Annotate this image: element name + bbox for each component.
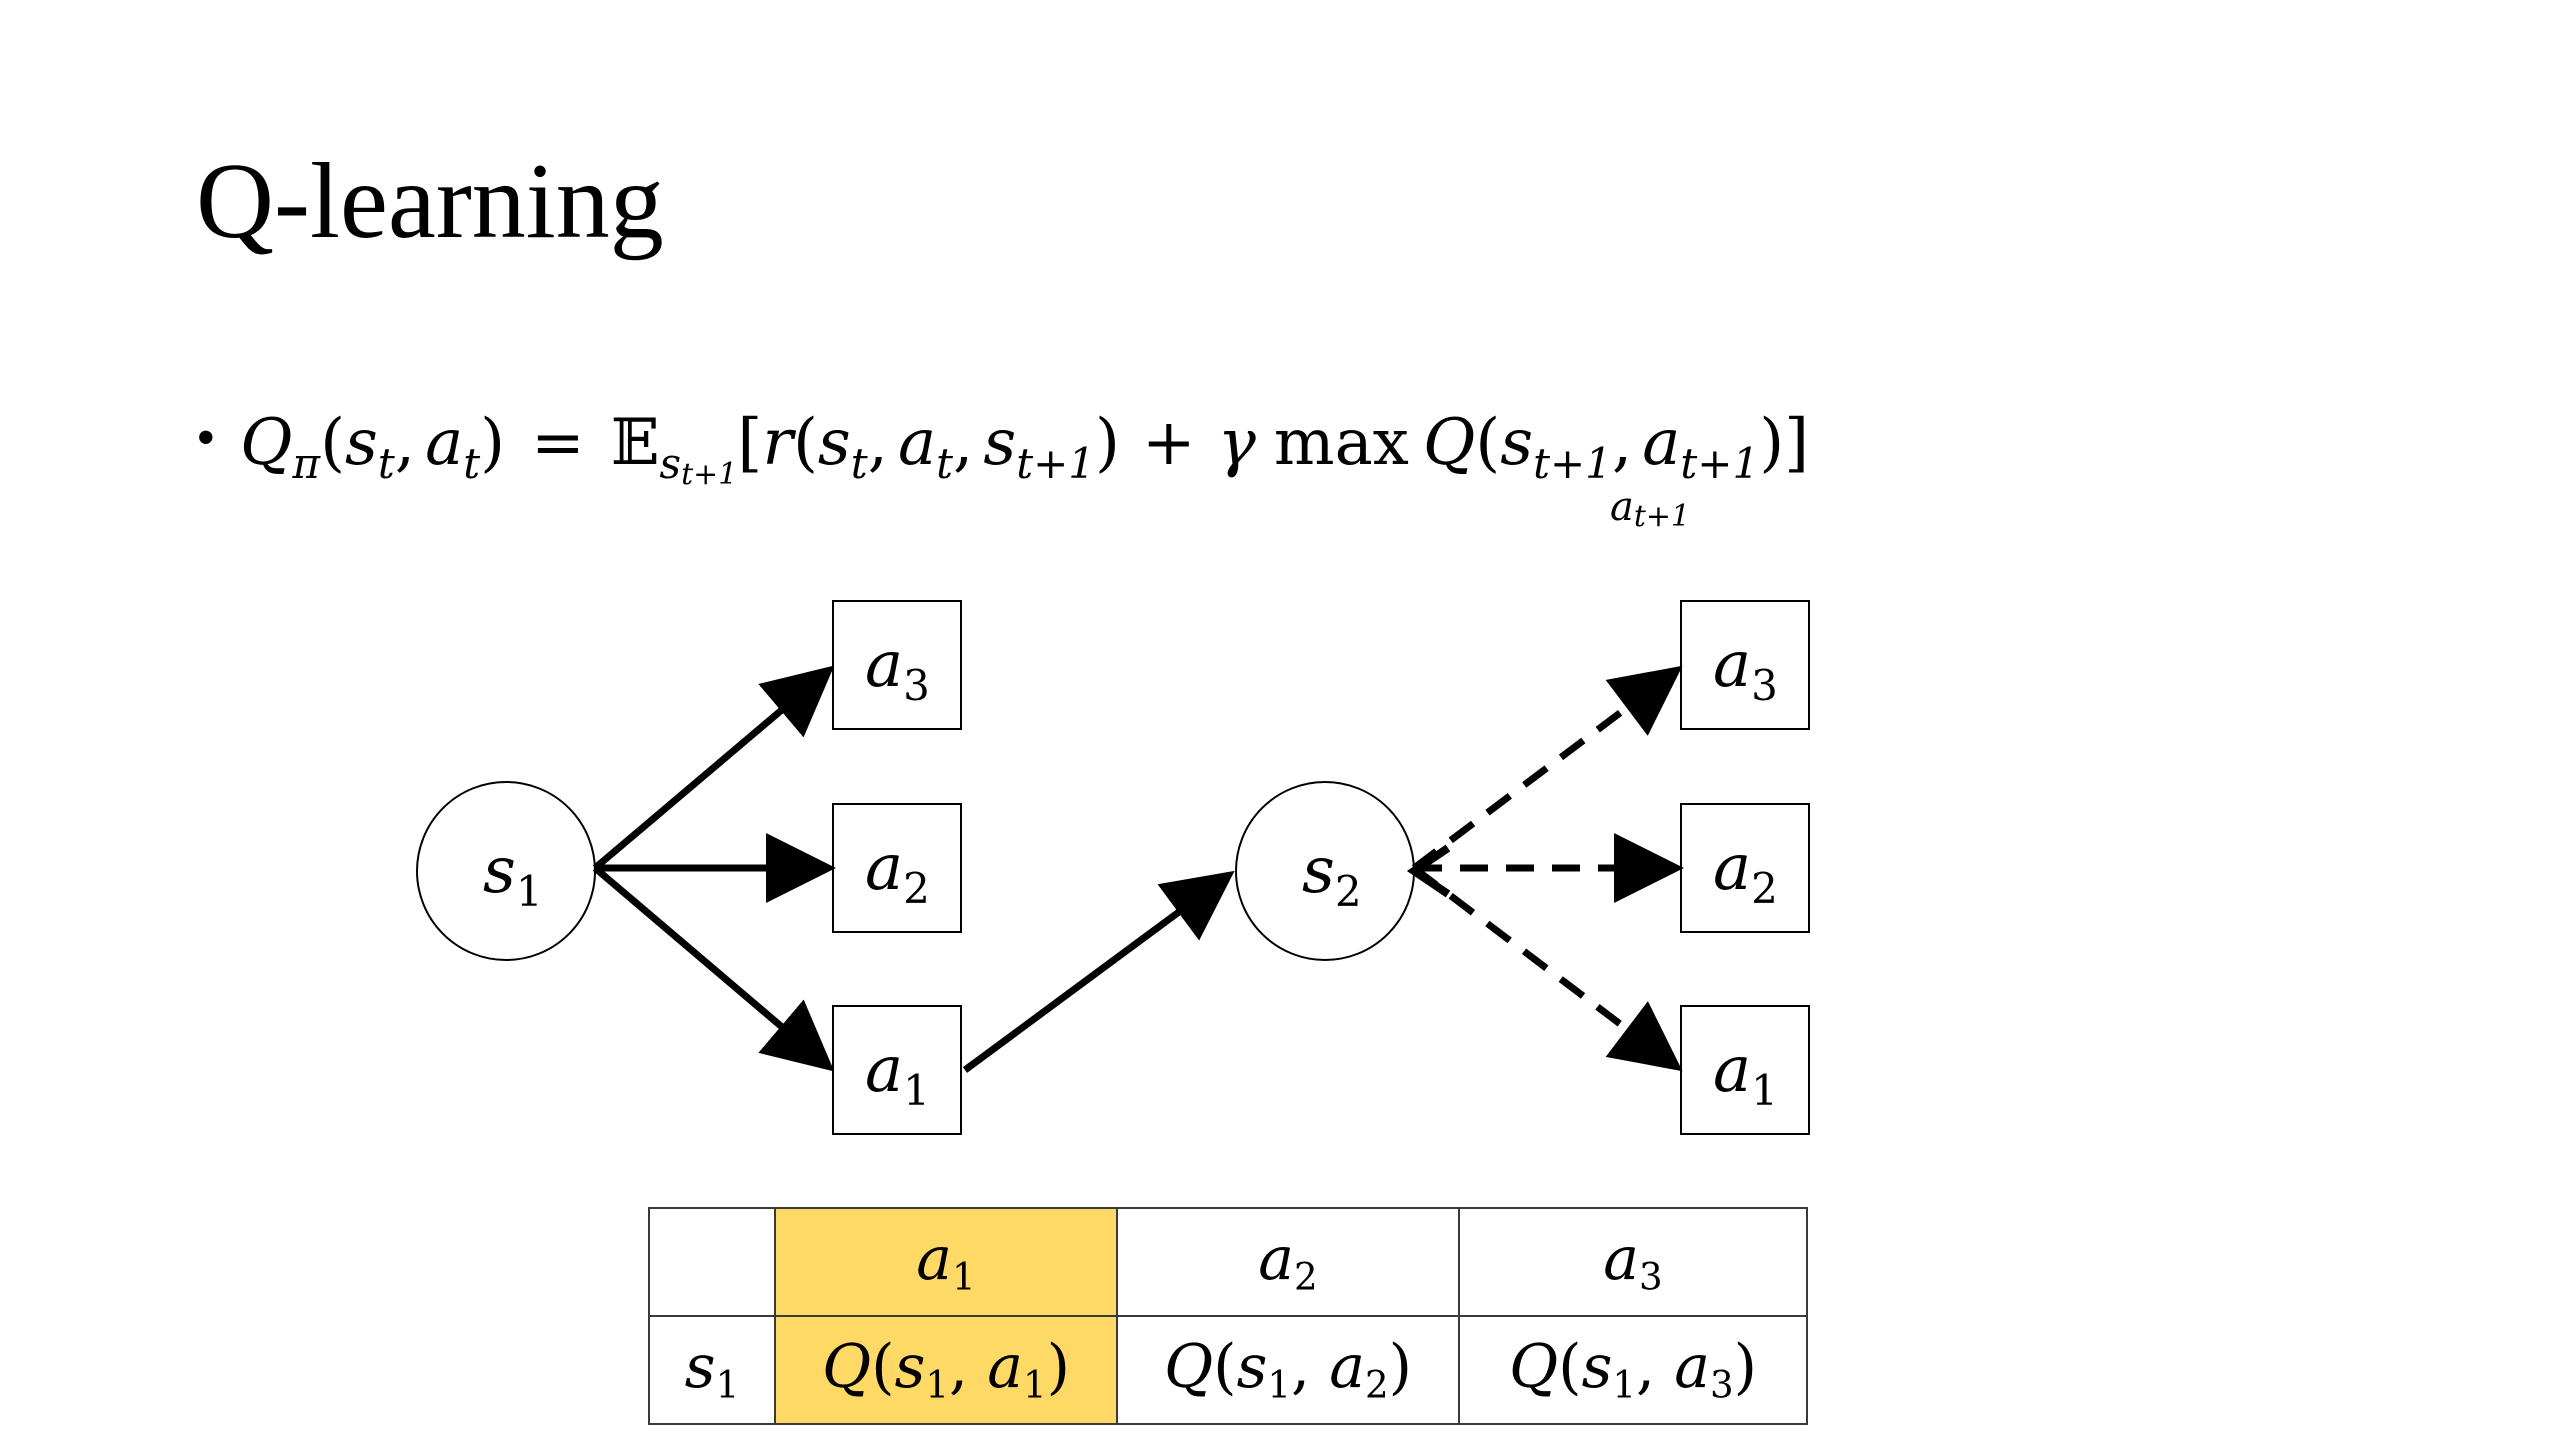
s2-incoming-arrowhead [1406, 844, 1451, 898]
eq-bracket-open: [ [737, 406, 762, 480]
s1-symbol: s [483, 834, 516, 908]
eq-max-subsub: t+1 [1634, 499, 1690, 532]
eq-q2-close: ) [1759, 406, 1784, 480]
eq-r-a: a [898, 406, 936, 480]
left-a1-symbol: a [865, 1033, 903, 1107]
q-table-header-row: a1 a2 a3 [648, 1207, 1808, 1317]
state-node-s2: s2 [1235, 781, 1415, 961]
right-a2-subscript: 2 [1751, 864, 1778, 913]
svg-text:a1: a1 [1713, 1033, 1778, 1115]
left-a2-symbol: a [865, 831, 903, 905]
eq-gamma: γ [1218, 406, 1257, 480]
eq-a-sub: t [463, 439, 480, 488]
eq-q2-s: s [1500, 406, 1533, 480]
q-table-row-s1: s1 Q(s1, a1) Q(s1, a2) Q(s1, a3) [648, 1315, 1808, 1425]
svg-text:a3: a3 [865, 628, 930, 710]
arrow-a1-to-s2 [962, 870, 1235, 1073]
eq-paren-open: ( [320, 406, 345, 480]
eq-expectation: 𝔼 [611, 406, 660, 480]
right-action-box-a1: a1 [1680, 1005, 1810, 1135]
eq-paren-close: ) [480, 406, 505, 480]
left-a3-subscript: 3 [903, 661, 930, 710]
eq-s-sub: t [378, 439, 395, 488]
right-a3-symbol: a [1713, 628, 1751, 702]
eq-a: a [425, 406, 463, 480]
eq-Q: Q [240, 406, 292, 480]
svg-text:a2: a2 [1713, 831, 1778, 913]
right-a3-subscript: 3 [1751, 661, 1778, 710]
svg-text:a3: a3 [1713, 628, 1778, 710]
svg-text:a2: a2 [865, 831, 930, 913]
eq-r-open: ( [793, 406, 818, 480]
eq-expectation-subsub: t+1 [681, 457, 737, 492]
svg-text:Qπ(st,at)=𝔼st+1[r(st,at,st+1): Qπ(st,at)=𝔼st+1[r(st,at,st+1)+γmaxQ(st+1… [240, 406, 1809, 492]
eq-r-s-sub: t [851, 439, 868, 488]
eq-q2-a: a [1642, 406, 1680, 480]
s2-symbol: s [1302, 834, 1335, 908]
svg-text:s2: s2 [1302, 834, 1362, 916]
eq-s: s [345, 406, 378, 480]
left-a2-subscript: 2 [903, 864, 930, 913]
q-table: a1 a2 a3 s1 Q(s1, a1) Q(s1, a2) Q(s1, a3… [648, 1207, 1808, 1425]
eq-r-s2: s [983, 406, 1016, 480]
eq-comma: , [395, 406, 415, 480]
eq-r-comma1: , [868, 406, 888, 480]
q-value-s1-a2: Q(s1, a2) [1116, 1315, 1460, 1425]
arrow-s1-to-a3 [592, 665, 835, 871]
left-a1-subscript: 1 [903, 1066, 930, 1115]
eq-expectation-sub: s [660, 439, 682, 488]
eq-r-a-sub: t [936, 439, 953, 488]
state-node-s1: s1 [416, 781, 596, 961]
q-value-s1-a1: Q(s1, a1) [774, 1315, 1118, 1425]
eq-q2-a-sub: t+1 [1680, 439, 1759, 488]
s2-subscript: 2 [1335, 867, 1362, 916]
right-action-box-a3: a3 [1680, 600, 1810, 730]
eq-equals: = [531, 406, 585, 480]
right-action-box-a2: a2 [1680, 803, 1810, 933]
q-value-s1-a3: Q(s1, a3) [1458, 1315, 1808, 1425]
dashed-arrow-s2-to-a1 [1411, 865, 1683, 1072]
eq-r-comma2: , [953, 406, 973, 480]
left-a3-symbol: a [865, 628, 903, 702]
left-action-box-a3: a3 [832, 600, 962, 730]
eq-bracket-close: ] [1784, 406, 1809, 480]
eq-r-close: ) [1095, 406, 1120, 480]
slide-title: Q-learning [196, 142, 664, 261]
s1-subscript: 1 [516, 867, 543, 916]
arrow-s1-to-a1 [592, 865, 835, 1072]
q-table-header-a3: a3 [1458, 1207, 1808, 1317]
q-table-header-a1: a1 [774, 1207, 1118, 1317]
svg-text:a1: a1 [865, 1033, 930, 1115]
eq-max: max [1274, 406, 1409, 480]
eq-Q-sub: π [291, 439, 321, 488]
left-action-box-a1: a1 [832, 1005, 962, 1135]
eq-q2-comma: , [1612, 406, 1632, 480]
q-table-header-a2: a2 [1116, 1207, 1460, 1317]
right-a1-subscript: 1 [1751, 1066, 1778, 1115]
right-a2-symbol: a [1713, 831, 1751, 905]
eq-q2-open: ( [1475, 406, 1500, 480]
eq-plus: + [1142, 406, 1196, 480]
eq-max-sub: a [1610, 484, 1634, 530]
eq-r-s2-sub: t+1 [1016, 439, 1095, 488]
svg-text:at+1: at+1 [1610, 484, 1690, 532]
eq-q2-s-sub: t+1 [1533, 439, 1612, 488]
q-table-row-label-s1: s1 [648, 1315, 776, 1425]
right-a1-symbol: a [1713, 1033, 1751, 1107]
eq-Q2: Q [1423, 406, 1475, 480]
eq-r: r [762, 406, 796, 480]
eq-r-s: s [818, 406, 851, 480]
bullet-point: • [196, 407, 216, 469]
left-action-box-a2: a2 [832, 803, 962, 933]
svg-text:s1: s1 [483, 834, 543, 916]
q-table-corner-cell [648, 1207, 776, 1317]
dashed-arrow-s2-to-a3 [1411, 665, 1683, 871]
